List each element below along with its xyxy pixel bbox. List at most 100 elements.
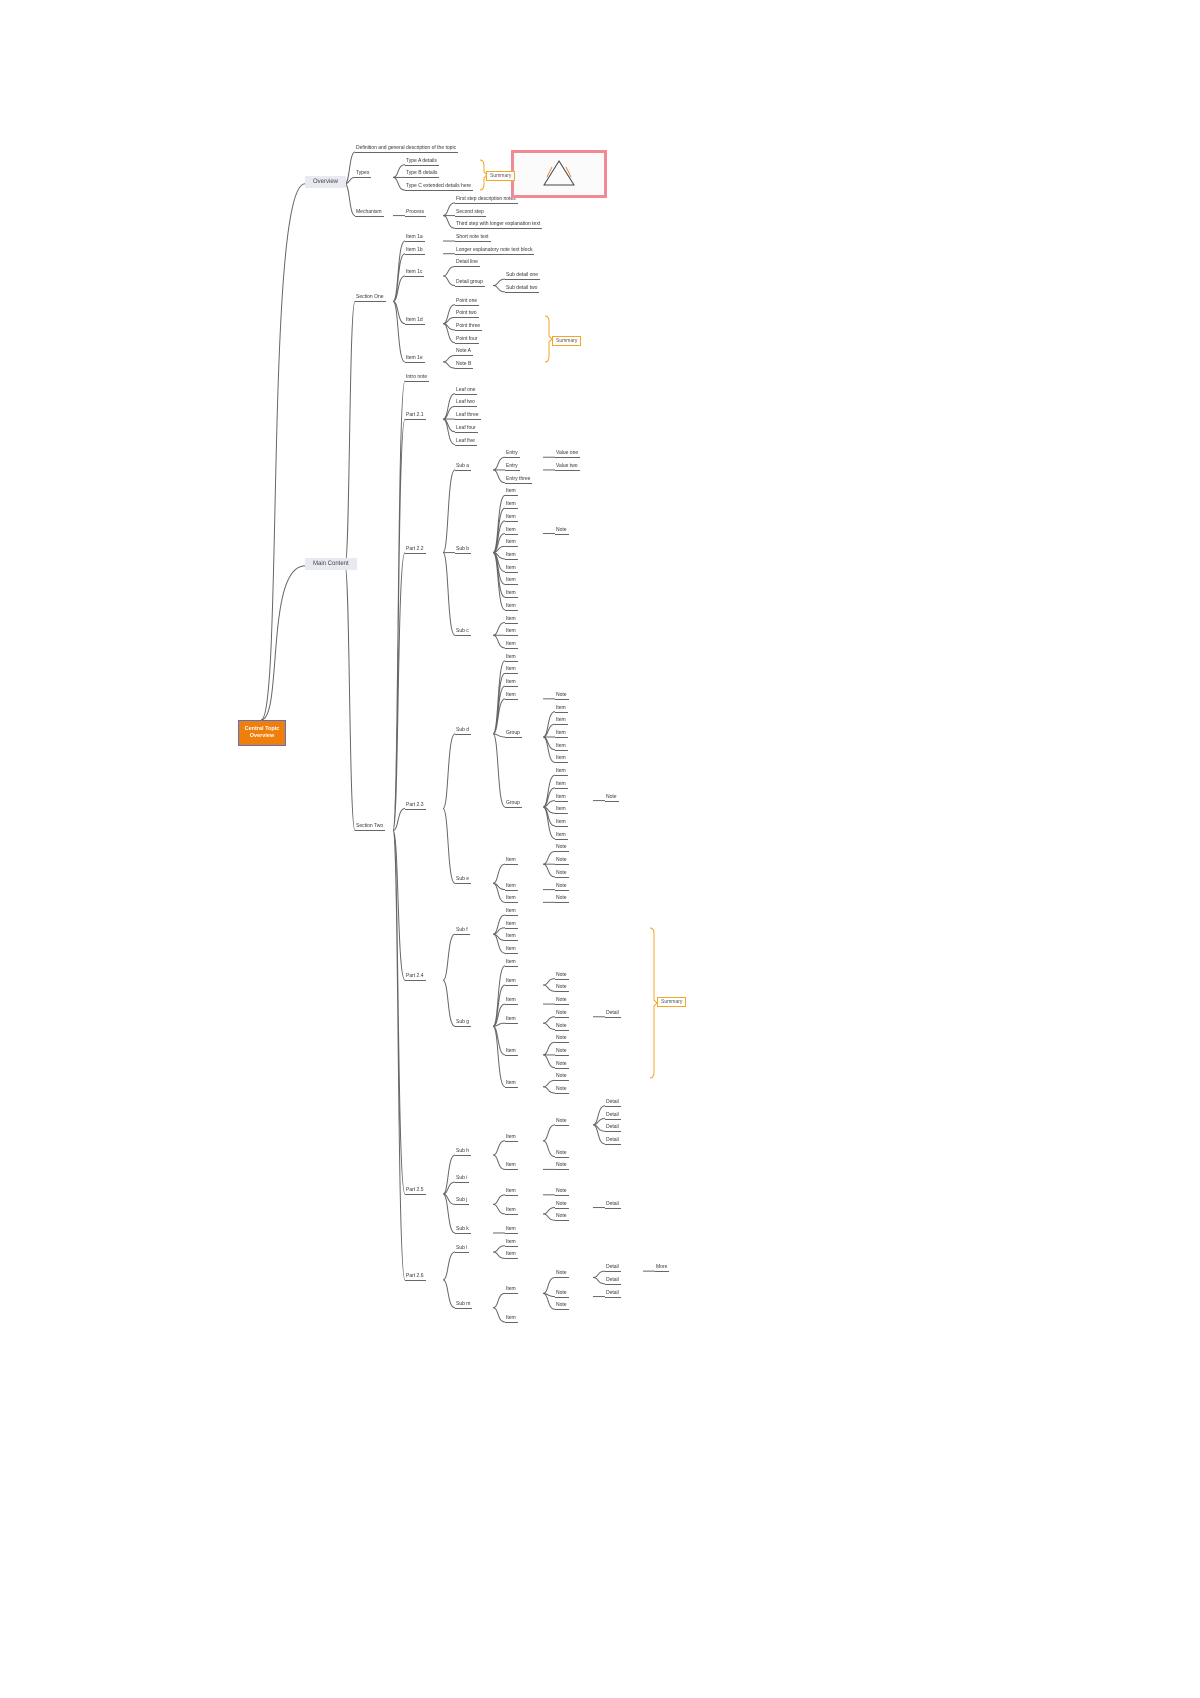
topic-node[interactable]: Item xyxy=(505,1079,518,1088)
topic-node[interactable]: Point one xyxy=(455,297,480,306)
topic-node[interactable]: Item 1b xyxy=(405,246,425,255)
topic-node[interactable]: Note xyxy=(555,1073,569,1082)
topic-node[interactable]: Sub h xyxy=(455,1148,472,1157)
topic-node[interactable]: Item xyxy=(555,819,568,828)
topic-node[interactable]: Value two xyxy=(555,462,580,471)
topic-node[interactable]: Point three xyxy=(455,323,483,332)
topic-node[interactable]: Item xyxy=(555,793,568,802)
topic-node[interactable]: Sub detail one xyxy=(505,272,540,281)
topic-node[interactable]: Item xyxy=(505,1162,518,1171)
topic-node[interactable]: Item xyxy=(505,526,518,535)
topic-node[interactable]: Item xyxy=(555,806,568,815)
topic-node[interactable]: Item xyxy=(555,704,568,713)
topic-node[interactable]: Item xyxy=(505,920,518,929)
topic-node[interactable]: Note xyxy=(555,526,569,535)
topic-node[interactable]: Part 2.2 xyxy=(405,545,426,554)
topic-node[interactable]: Point four xyxy=(455,335,480,344)
topic-node[interactable]: Note xyxy=(555,1022,569,1031)
topic-node[interactable]: Note xyxy=(555,844,569,853)
topic-node[interactable]: Value one xyxy=(555,450,581,459)
topic-node[interactable]: Item xyxy=(505,666,518,675)
topic-node[interactable]: Second step xyxy=(455,208,486,217)
topic-node[interactable]: More xyxy=(655,1264,670,1273)
topic-node[interactable]: Item xyxy=(505,691,518,700)
topic-node[interactable]: Section One xyxy=(355,294,386,303)
topic-node[interactable]: Sub m xyxy=(455,1300,473,1309)
topic-node[interactable]: Process xyxy=(405,208,427,217)
topic-node[interactable]: Note xyxy=(555,882,569,891)
topic-node[interactable]: Item xyxy=(505,551,518,560)
topic-node[interactable]: Entry xyxy=(505,462,520,471)
topic-node[interactable]: Note xyxy=(555,1213,569,1222)
topic-node[interactable]: Note B xyxy=(455,361,474,370)
topic-node[interactable]: Leaf two xyxy=(455,399,477,408)
topic-node[interactable]: Item xyxy=(505,1133,518,1142)
topic-node[interactable]: Note xyxy=(555,1047,569,1056)
topic-node[interactable]: Item xyxy=(505,640,518,649)
topic-node[interactable]: Item xyxy=(505,1206,518,1215)
topic-node[interactable]: Sub i xyxy=(455,1175,470,1184)
topic-node[interactable]: Note xyxy=(555,1009,569,1018)
topic-node[interactable]: Type B details xyxy=(405,170,440,179)
topic-node[interactable]: Leaf five xyxy=(455,437,477,446)
topic-node[interactable]: Point two xyxy=(455,310,479,319)
topic-node[interactable]: Note xyxy=(555,1035,569,1044)
topic-node[interactable]: Note xyxy=(555,1149,569,1158)
topic-node[interactable]: Item xyxy=(505,513,518,522)
topic-node[interactable]: Detail line xyxy=(455,259,480,268)
topic-node[interactable]: Longer explanatory note text block xyxy=(455,246,535,255)
topic-node[interactable]: Note xyxy=(555,1270,569,1279)
topic-node[interactable]: Item xyxy=(505,539,518,548)
topic-node[interactable]: Item xyxy=(505,602,518,611)
topic-node[interactable]: Group xyxy=(505,799,522,808)
topic-node[interactable]: Sub a xyxy=(455,462,472,471)
topic-node[interactable]: Item xyxy=(505,1187,518,1196)
topic-node[interactable]: Part 2.6 xyxy=(405,1272,426,1281)
summary-label[interactable]: Summary xyxy=(486,171,516,181)
topic-node[interactable]: Short note text xyxy=(455,234,491,243)
topic-node[interactable]: Detail xyxy=(605,1136,621,1145)
topic-node[interactable]: Part 2.5 xyxy=(405,1187,426,1196)
topic-node[interactable]: Detail xyxy=(605,1098,621,1107)
topic-node[interactable]: Entry xyxy=(505,450,520,459)
topic-node[interactable]: Item xyxy=(505,1016,518,1025)
topic-node[interactable]: Note A xyxy=(455,348,474,357)
topic-node[interactable]: Item xyxy=(505,977,518,986)
topic-node[interactable]: Sub c xyxy=(455,628,471,637)
topic-node[interactable]: Item xyxy=(505,882,518,891)
topic-node[interactable]: First step description notes xyxy=(455,195,518,204)
topic-node[interactable]: Detail xyxy=(605,1289,621,1298)
topic-node[interactable]: Types xyxy=(355,170,372,179)
topic-node[interactable]: Item xyxy=(505,1225,518,1234)
topic-node[interactable]: Detail xyxy=(605,1276,621,1285)
topic-node[interactable]: Item xyxy=(505,1286,518,1295)
topic-node[interactable]: Note xyxy=(555,895,569,904)
topic-node[interactable]: Note xyxy=(555,1187,569,1196)
topic-node[interactable]: Part 2.3 xyxy=(405,801,426,810)
topic-node[interactable]: Intro note xyxy=(405,373,430,382)
topic-node[interactable]: Leaf four xyxy=(455,424,478,433)
topic-node[interactable]: Sub g xyxy=(455,1019,472,1028)
topic-node[interactable]: Third step with longer explanation text xyxy=(455,221,543,230)
summary-label[interactable]: Summary xyxy=(657,997,687,1007)
topic-node[interactable]: Item xyxy=(505,679,518,688)
topic-node[interactable]: Note xyxy=(605,793,619,802)
topic-node[interactable]: Item xyxy=(505,857,518,866)
topic-node[interactable]: Item 1e xyxy=(405,354,425,363)
topic-node[interactable]: Type A details xyxy=(405,157,439,166)
topic-node[interactable]: Item xyxy=(505,564,518,573)
topic-node[interactable]: Item xyxy=(555,742,568,751)
topic-node[interactable]: Item xyxy=(505,615,518,624)
main-branch-node[interactable]: Main Content xyxy=(305,557,357,570)
attached-image-thumbnail[interactable] xyxy=(511,150,607,198)
topic-node[interactable]: Detail xyxy=(605,1111,621,1120)
topic-node[interactable]: Sub j xyxy=(455,1197,470,1206)
topic-node[interactable]: Note xyxy=(555,1086,569,1095)
topic-node[interactable]: Note xyxy=(555,1162,569,1171)
topic-node[interactable]: Section Two xyxy=(355,823,386,832)
topic-node[interactable]: Note xyxy=(555,691,569,700)
topic-node[interactable]: Item xyxy=(505,577,518,586)
topic-node[interactable]: Entry three xyxy=(505,475,533,484)
main-branch-node[interactable]: Overview xyxy=(305,175,347,188)
topic-node[interactable]: Item xyxy=(505,946,518,955)
